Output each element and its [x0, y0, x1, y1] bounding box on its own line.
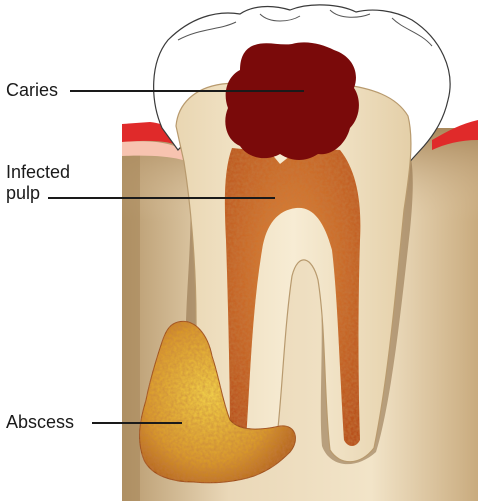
label-caries: Caries — [6, 80, 59, 100]
gum-right — [432, 120, 478, 150]
caries-cavity — [225, 42, 359, 160]
infected-pulp — [224, 148, 361, 446]
abscess-mass — [139, 320, 296, 484]
label-infected-pulp: Infected pulp — [6, 162, 70, 204]
label-infected-pulp-line2: pulp — [6, 183, 41, 203]
label-abscess: Abscess — [6, 412, 75, 432]
gum-tissue-left — [122, 141, 200, 168]
label-infected-pulp-line1: Infected — [6, 162, 71, 182]
crown-cusp-lines — [177, 9, 433, 47]
